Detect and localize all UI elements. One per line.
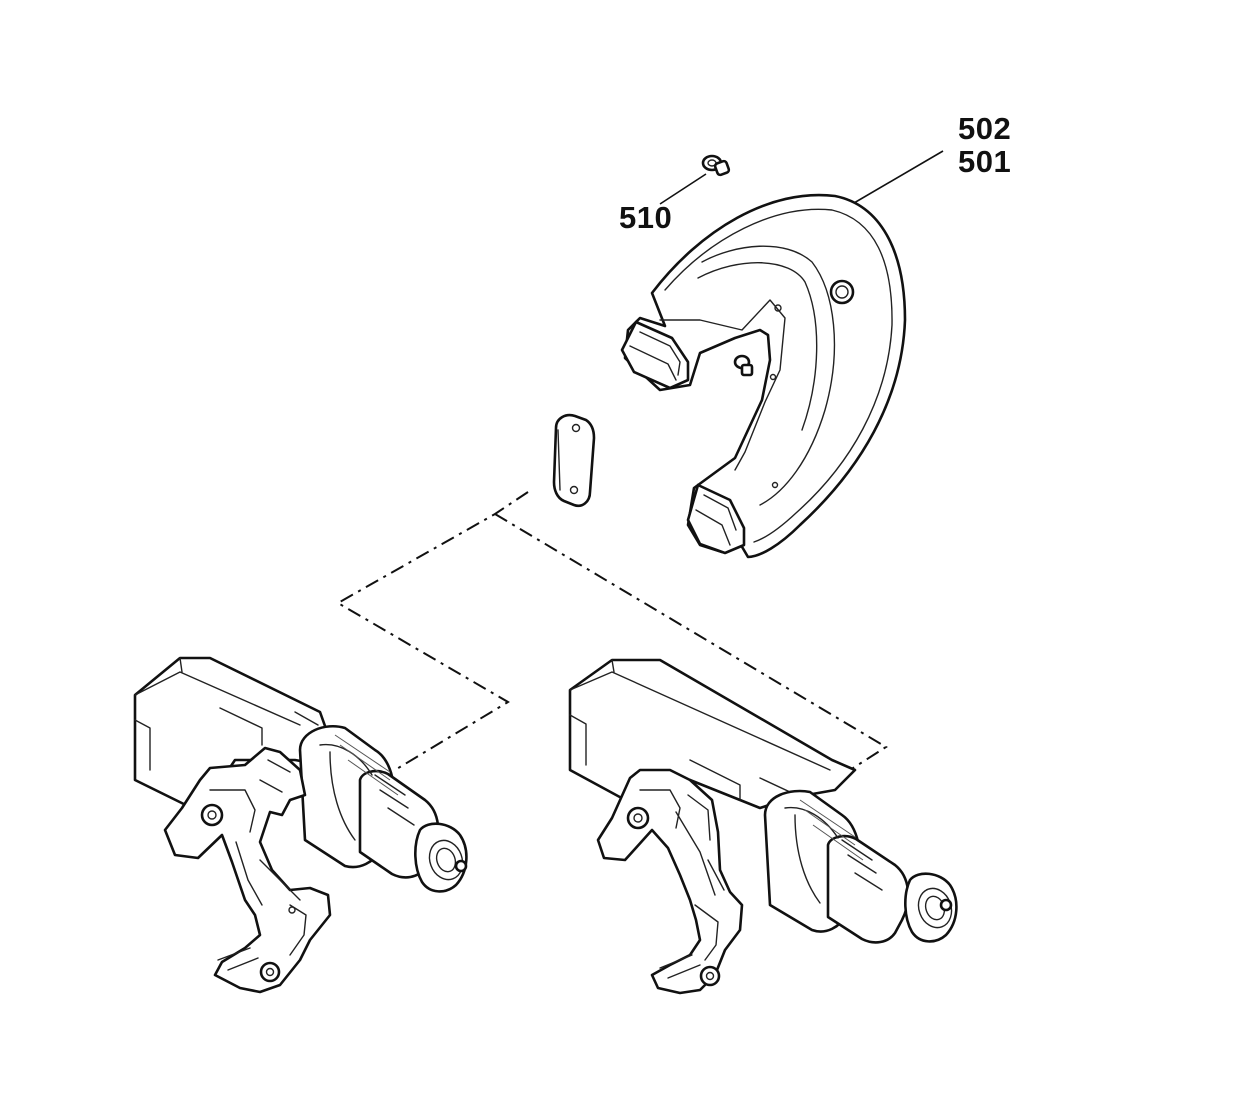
blade-guard-inner-arc xyxy=(701,245,836,506)
phantom-line-right xyxy=(494,513,888,771)
spindle-left xyxy=(298,724,468,893)
blade-guard-lower-clip xyxy=(686,483,746,555)
leader-lines xyxy=(659,150,944,211)
motor-assembly-left xyxy=(133,656,468,994)
motor-assembly-right xyxy=(568,658,958,995)
phantom-line-left xyxy=(335,491,529,771)
spacer-plate xyxy=(552,413,596,508)
leader-line-510 xyxy=(659,173,707,205)
callout-510: 510 xyxy=(619,200,673,235)
blade-guard-inner-rim xyxy=(664,208,893,543)
leader-line-502-501 xyxy=(841,150,944,211)
screw-510 xyxy=(701,154,731,177)
assembly-phantom-lines xyxy=(335,491,888,771)
blade-guard-bracket xyxy=(659,299,786,471)
lever-bracket-left xyxy=(163,746,332,994)
blade-guard-hole xyxy=(829,279,855,305)
motor-housing-right xyxy=(568,658,857,810)
callout-502: 502 xyxy=(958,111,1012,146)
lever-bracket-right xyxy=(596,768,744,995)
blade-guard-501-502 xyxy=(620,193,907,559)
callout-501: 501 xyxy=(958,144,1012,179)
spindle-right xyxy=(763,789,958,944)
